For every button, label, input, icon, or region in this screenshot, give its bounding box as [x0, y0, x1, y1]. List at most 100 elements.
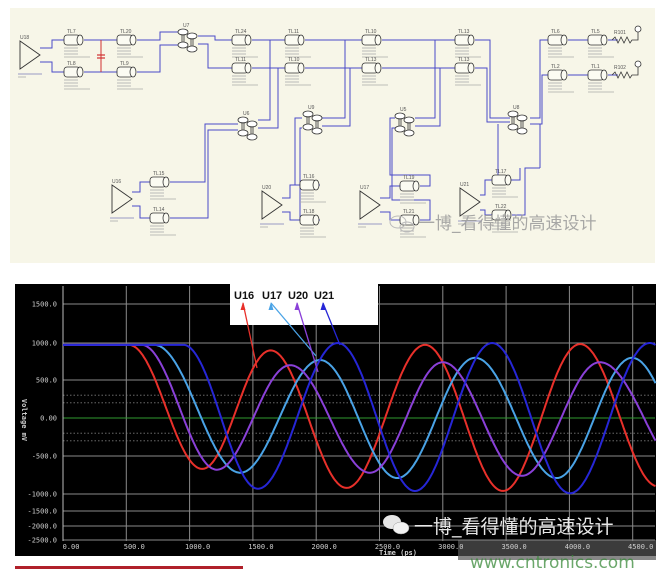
transmission-line-tl20[interactable]: TL20	[116, 29, 143, 58]
component-label: TL18	[303, 209, 315, 215]
wire	[137, 31, 178, 41]
transmission-line-tl13[interactable]: TL13	[454, 29, 481, 58]
via-u7[interactable]: U7	[177, 23, 198, 53]
wire	[198, 43, 232, 69]
y-tick-label: -500.0	[32, 453, 57, 461]
wire	[480, 179, 492, 196]
transmission-line-tl1[interactable]: TL1	[587, 64, 614, 93]
probe-icon	[634, 25, 642, 33]
x-tick-label: 500.0	[124, 543, 145, 551]
series-line-u16	[63, 343, 656, 492]
transmission-line-tl14[interactable]: TL14	[149, 207, 176, 236]
component-label: U8	[513, 105, 520, 111]
driver-u16[interactable]: U16	[110, 179, 134, 222]
transmission-line-tl24[interactable]: TL24	[231, 29, 258, 58]
wire	[137, 44, 178, 73]
resistor-r1[interactable]: R101	[611, 25, 642, 44]
legend-label-u17: U17	[262, 290, 282, 302]
y-tick-label: 1000.0	[32, 340, 57, 348]
x-tick-label: 3500.0	[501, 543, 526, 551]
chart-watermark: 一博_看得懂的高速设计	[383, 515, 614, 538]
component-label: TL22	[495, 204, 507, 210]
transmission-line-tl17[interactable]: TL17	[491, 169, 518, 198]
component-label: TL9	[120, 61, 129, 67]
chart-series	[63, 342, 657, 495]
wire	[198, 35, 232, 41]
wire	[132, 181, 150, 193]
driver-drv_top[interactable]: U18	[18, 35, 42, 78]
transmission-line-tl7[interactable]: TL7	[63, 29, 90, 58]
y-tick-label: 1500.0	[32, 301, 57, 309]
arrow-icon	[294, 302, 300, 310]
wire	[322, 40, 346, 119]
y-tick-label: -2000.0	[27, 523, 57, 531]
component-label: R102	[614, 65, 626, 71]
transmission-line-tl11[interactable]: TL11	[231, 57, 258, 86]
wire	[380, 185, 400, 199]
transmission-line-tl13[interactable]: TL13	[454, 57, 481, 86]
driver-u17[interactable]: U17	[358, 185, 382, 228]
x-tick-label: 2000.0	[312, 543, 337, 551]
schematic-diagram: U18TL7TL8TL20TL9U7TL24TL11TL11TL10TL10TL…	[10, 8, 655, 263]
transmission-line-tl2[interactable]: TL2	[547, 64, 574, 93]
legend-label-u20: U20	[288, 290, 308, 302]
transmission-line-tl10[interactable]: TL10	[361, 29, 388, 58]
arrow-icon	[240, 302, 246, 310]
transmission-line-tl13[interactable]: TL13	[361, 57, 388, 86]
component-label: TL17	[495, 169, 507, 175]
transmission-line-tl15[interactable]: TL15	[149, 171, 176, 200]
wire	[282, 211, 300, 221]
x-tick-label: 4000.0	[565, 543, 590, 551]
wire	[380, 211, 400, 221]
y-tick-label: -1000.0	[27, 491, 57, 499]
component-label: U9	[308, 105, 315, 111]
component-label: U7	[183, 23, 190, 29]
wire	[40, 39, 64, 49]
series-line-u17	[63, 343, 657, 479]
schematic-components: U18TL7TL8TL20TL9U7TL24TL11TL11TL10TL10TL…	[18, 23, 642, 238]
y-axis-label: Voltage mV	[20, 399, 28, 442]
schematic-wires	[40, 31, 618, 221]
schematic-watermark: 一博_看得懂的高速设计	[389, 214, 597, 234]
component-label: TL1	[591, 64, 600, 70]
wire	[512, 167, 540, 216]
via-u8[interactable]: U8	[507, 105, 528, 135]
transmission-line-tl5[interactable]: TL5	[587, 29, 614, 58]
transmission-line-tl19[interactable]: TL19	[399, 175, 426, 204]
component-label: U18	[20, 35, 29, 41]
component-label: U17	[360, 185, 369, 191]
y-tick-label: -1500.0	[27, 508, 57, 516]
component-label: TL13	[458, 57, 470, 63]
wire	[170, 123, 238, 183]
component-label: TL2	[551, 64, 560, 70]
transmission-line-tl6[interactable]: TL6	[547, 29, 574, 58]
component-label: U20	[262, 185, 271, 191]
component-label: TL11	[288, 29, 299, 35]
transmission-line-tl22[interactable]: TL22	[491, 204, 518, 233]
driver-u21[interactable]: U21	[458, 182, 482, 225]
via-u5[interactable]: U5	[394, 107, 415, 137]
component-label: U21	[460, 182, 469, 188]
transmission-line-tl18[interactable]: TL18	[299, 209, 326, 238]
legend-label-u21: U21	[314, 290, 334, 302]
wire	[480, 209, 492, 216]
transmission-line-tl11[interactable]: TL11	[284, 29, 311, 58]
x-tick-label: 1500.0	[248, 543, 273, 551]
x-tick-label: 3000.0	[438, 543, 463, 551]
transmission-line-tl8[interactable]: TL8	[63, 61, 90, 90]
transmission-line-tl9[interactable]: TL9	[116, 61, 143, 90]
via-u9[interactable]: U9	[302, 105, 323, 135]
series-line-u21	[63, 342, 656, 495]
via-u6[interactable]: U6	[237, 111, 258, 141]
component-label: TL19	[403, 175, 415, 181]
resistor-r2[interactable]: R102	[611, 60, 642, 79]
component-label: TL21	[403, 209, 415, 215]
transmission-line-tl16[interactable]: TL16	[299, 174, 326, 203]
component-label: TL10	[365, 29, 377, 35]
driver-u20[interactable]: U20	[260, 185, 284, 228]
x-tick-label: 4500.0	[628, 543, 653, 551]
transmission-line-tl10[interactable]: TL10	[284, 57, 311, 86]
wire	[40, 61, 64, 73]
component-label: U5	[400, 107, 407, 113]
component-label: U16	[112, 179, 121, 185]
